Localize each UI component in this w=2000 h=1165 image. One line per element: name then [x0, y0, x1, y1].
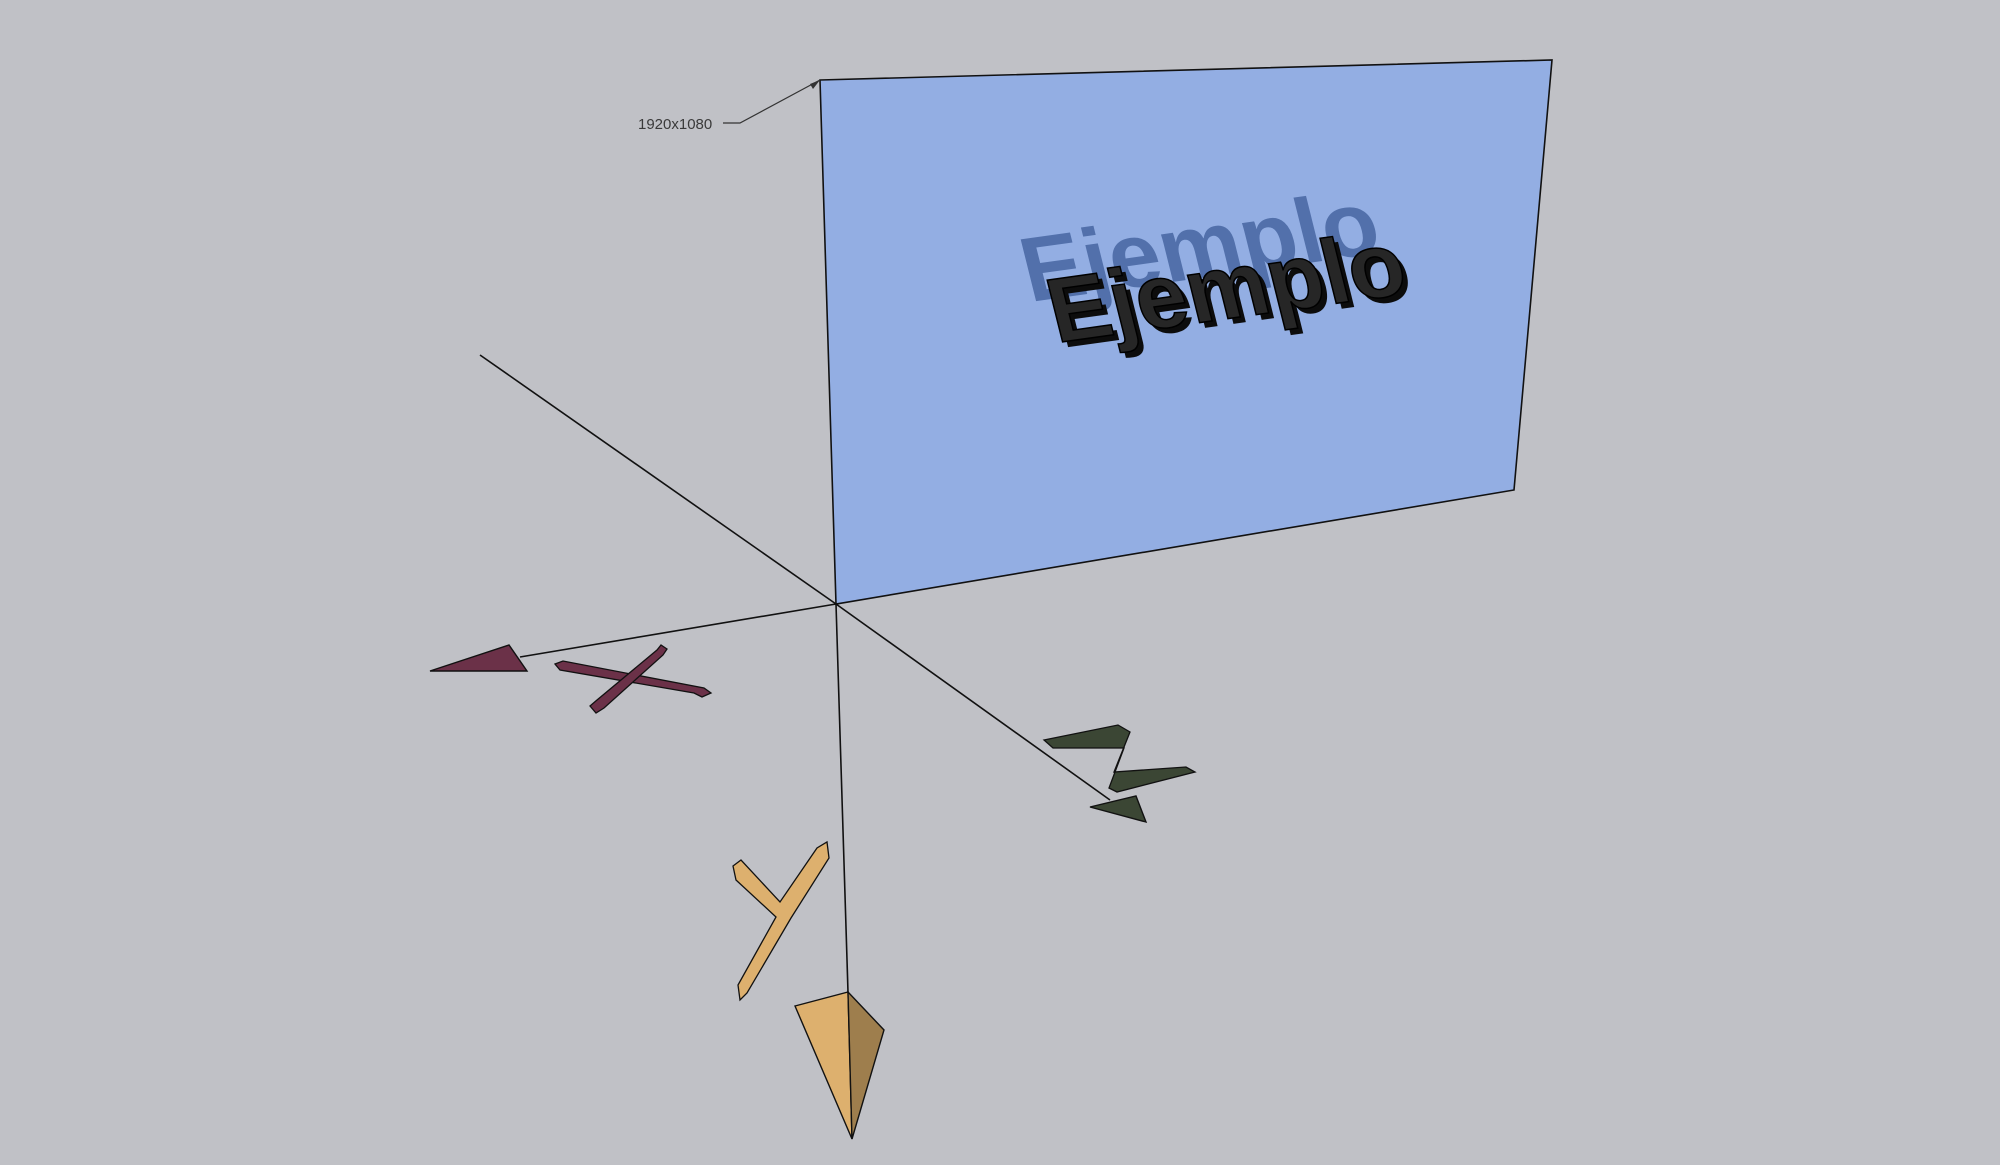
z-axis-arrowhead[interactable]	[1089, 795, 1148, 824]
x-axis-arrowhead[interactable]	[429, 644, 529, 672]
z-axis-line	[835, 603, 1111, 801]
y-letter-shape	[732, 840, 830, 1002]
y-axis-letter[interactable]: Y	[0, 0, 830, 1002]
z-axis-letter[interactable]: Z	[0, 0, 1197, 793]
dimension-leader-line	[723, 79, 821, 124]
screen-plane[interactable]	[819, 59, 1553, 605]
y-arrowhead-light-face	[794, 991, 853, 1140]
x-axis-line	[519, 603, 837, 658]
dimension-label: 1920x1080	[638, 116, 712, 133]
x-axis-letter[interactable]: X	[0, 0, 713, 714]
dimension-leader-arrowhead	[810, 80, 820, 89]
y-axis-line	[835, 603, 849, 993]
x-letter-stroke-2	[589, 644, 668, 714]
y-axis-arrowhead[interactable]	[794, 990, 885, 1140]
z-axis-back-line	[479, 354, 837, 605]
z-letter-shape	[1042, 724, 1197, 793]
sample-text-3d[interactable]: Ejemplo Ejemplo Ejemplo	[1010, 168, 1422, 371]
y-arrowhead-dark-face	[847, 990, 885, 1140]
